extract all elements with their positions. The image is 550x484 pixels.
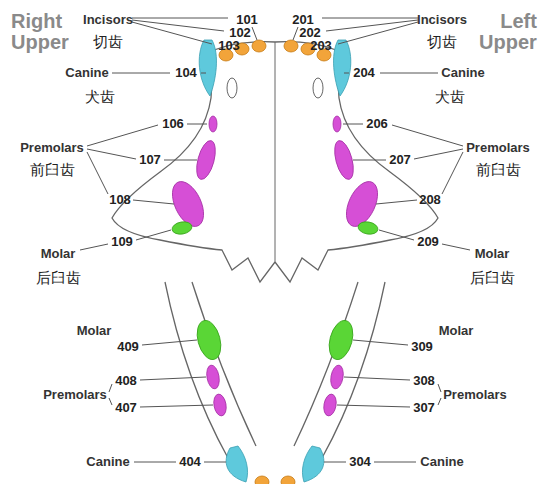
chinese-name: 前臼齿	[476, 162, 521, 179]
chinese-name: 犬齿	[85, 89, 115, 106]
tooth-name: Canine	[86, 455, 129, 469]
tooth-number: 408	[115, 374, 137, 388]
tooth-name: Premolars	[443, 388, 507, 402]
tooth-name: Canine	[420, 455, 463, 469]
region-label: Left Upper	[479, 11, 537, 53]
center-line	[275, 42, 276, 262]
tooth-name: Premolars	[43, 388, 107, 402]
tooth-number: 104	[175, 66, 197, 80]
tooth-name: Premolars	[20, 141, 84, 155]
chinese-name: 犬齿	[435, 89, 465, 106]
tooth-number: 407	[115, 401, 137, 415]
chinese-name: 后臼齿	[36, 270, 81, 287]
right-half	[275, 18, 470, 484]
tooth-name: Molar	[77, 324, 112, 338]
tooth-number: 103	[218, 39, 240, 53]
chinese-name: 前臼齿	[30, 162, 75, 179]
tooth-number: 308	[413, 374, 435, 388]
tooth-number: 106	[162, 117, 184, 131]
tooth-name: Incisors	[417, 13, 467, 27]
tooth-name: Canine	[441, 66, 484, 80]
tooth-number: 309	[411, 340, 433, 354]
tooth-number: 404	[179, 455, 201, 469]
tooth-name: Molar	[475, 247, 510, 261]
tooth-number: 409	[117, 340, 139, 354]
tooth-number: 206	[366, 117, 388, 131]
region-label: Right Upper	[11, 11, 69, 53]
tooth-name: Molar	[439, 324, 474, 338]
chinese-name: 后臼齿	[470, 270, 515, 287]
tooth-number: 109	[111, 235, 133, 249]
left-half	[80, 18, 275, 484]
tooth-number: 204	[353, 66, 375, 80]
chinese-name: 切齿	[93, 34, 123, 51]
tooth-number: 307	[413, 401, 435, 415]
tooth-name: Canine	[65, 66, 108, 80]
tooth-name: Incisors	[83, 13, 133, 27]
tooth-number: 209	[417, 235, 439, 249]
tooth-number: 108	[109, 193, 131, 207]
chinese-name: 切齿	[427, 34, 457, 51]
tooth-number: 203	[310, 39, 332, 53]
tooth-number: 107	[139, 153, 161, 167]
tooth-name: Premolars	[466, 141, 530, 155]
tooth-number: 208	[419, 193, 441, 207]
tooth-name: Molar	[41, 247, 76, 261]
tooth-number: 207	[389, 153, 411, 167]
tooth-number: 304	[349, 455, 371, 469]
